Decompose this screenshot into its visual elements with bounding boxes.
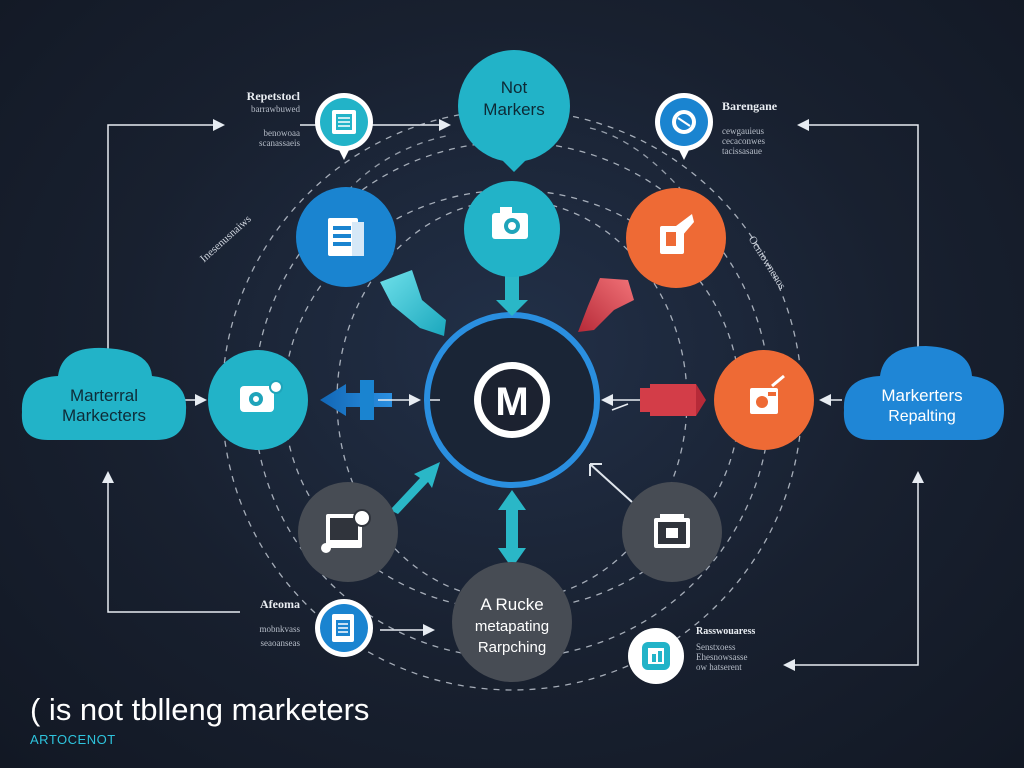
document-icon	[328, 218, 364, 256]
label-line: cewgauieus	[722, 125, 764, 136]
label-line: benowoaa	[263, 128, 300, 139]
node-top-left-blue[interactable]	[296, 187, 396, 287]
label-line: Senstxoess	[696, 641, 736, 652]
bottom-node[interactable]: A Rucke metapating Rarpching	[452, 562, 572, 682]
caption-subtitle: ARTOCENOT	[30, 732, 116, 747]
arrow-bottom-left	[390, 462, 440, 514]
top-node-line1: Not	[501, 78, 528, 97]
label-bottom-left: Afeoma mobnkvass seaoanseas	[200, 597, 301, 649]
right-cloud-line1: Markerters	[881, 386, 962, 405]
clipboard-icon	[660, 214, 694, 254]
label-title: Barengane	[722, 99, 778, 113]
top-node[interactable]: Not Markers	[458, 50, 570, 172]
arrow-from-top-left	[380, 270, 446, 336]
label-line: ow hatserent	[696, 662, 742, 673]
media-icon	[321, 509, 371, 553]
left-cloud[interactable]: Marterral Markecters	[21, 347, 187, 440]
arrow-left-double	[320, 380, 440, 420]
label-line: scanassaeis	[259, 138, 300, 149]
badge-bottom-left[interactable]	[315, 599, 373, 657]
label-line: barrawbuwed	[251, 103, 300, 114]
report-icon	[750, 374, 785, 414]
node-top-teal[interactable]	[464, 181, 560, 277]
right-cloud-line2: Repalting	[888, 408, 956, 425]
notes-icon	[332, 614, 354, 642]
book-icon	[332, 110, 356, 134]
chat-icon	[240, 380, 283, 412]
center-node[interactable]: M	[424, 312, 600, 488]
center-letter: M	[495, 380, 528, 424]
bottom-node-line1: A Rucke	[480, 595, 543, 614]
globe-icon	[672, 110, 696, 134]
label-line: mobnkvass	[259, 623, 301, 634]
label-title: Repetstocl	[246, 89, 300, 103]
arrow-from-top-right	[578, 278, 634, 332]
caption-title: ( is not tblleng marketers	[30, 692, 370, 727]
node-top-right-orange[interactable]	[626, 188, 726, 288]
arrow-bottom-center	[498, 490, 526, 568]
label-bottom-right: Rasswouaress Senstxoess Ehesnowsasse ow …	[696, 626, 806, 673]
label-line: tacissasaue	[722, 146, 762, 157]
label-line: seaoanseas	[260, 638, 300, 649]
arrow-from-top	[496, 275, 528, 316]
chart-icon	[648, 648, 664, 664]
node-right-orange[interactable]	[714, 350, 814, 450]
node-bottom-left-gray[interactable]	[298, 482, 398, 582]
top-node-line2: Markers	[483, 100, 544, 119]
left-cloud-line2: Markecters	[62, 406, 146, 425]
left-cloud-line1: Marterral	[70, 386, 138, 405]
bottom-node-line3: Rarpching	[478, 639, 546, 656]
label-line: Ehesnowsasse	[696, 651, 748, 662]
label-top-right: Barengane cewgauieus cecaconwes tacissas…	[722, 99, 832, 157]
node-left-teal[interactable]	[208, 350, 308, 450]
monitor-icon	[654, 514, 690, 548]
label-top-left: Repetstocl barrawbuwed benowoaa scanassa…	[200, 89, 300, 149]
camera-icon	[492, 207, 528, 239]
bottom-node-line2: metapating	[475, 618, 549, 635]
badge-top-right[interactable]	[655, 93, 713, 160]
label-title: Afeoma	[260, 597, 300, 611]
arrow-bottom-right	[589, 463, 633, 503]
badge-top-left[interactable]	[315, 93, 373, 160]
badge-bottom-right[interactable]	[628, 628, 684, 684]
node-bottom-right-gray[interactable]	[622, 482, 722, 582]
right-cloud[interactable]: Markerters Repalting	[843, 346, 1004, 440]
label-title: Rasswouaress	[696, 626, 756, 637]
label-line: cecaconwes	[722, 136, 765, 147]
arrow-right-double	[601, 384, 706, 416]
